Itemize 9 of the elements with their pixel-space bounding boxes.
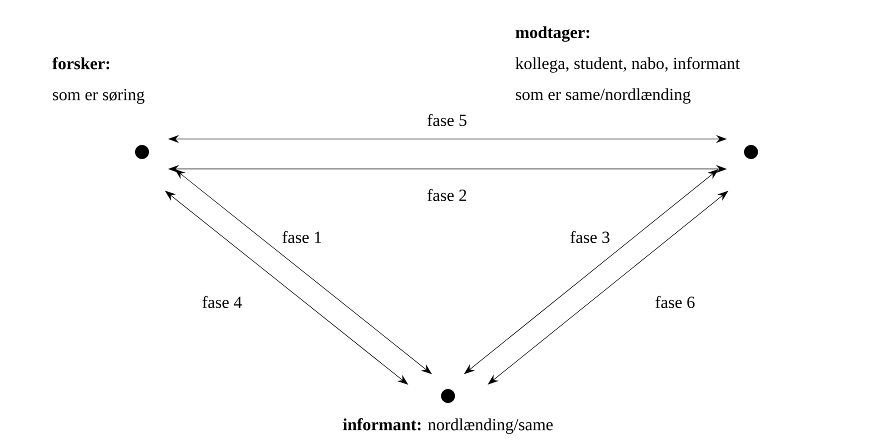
edge-label: fase 5 bbox=[426, 112, 468, 128]
edge-label: fase 2 bbox=[426, 188, 468, 202]
edge-label: fase 4 bbox=[200, 294, 244, 310]
node-caption: modtager: kollega, student, nabo, informant som er same/nordlænding bbox=[516, 26, 740, 104]
node-caption: informant: nordlænding/same bbox=[343, 418, 553, 434]
edge-label: fase 6 bbox=[654, 294, 696, 310]
edge-label: fase 3 bbox=[568, 230, 612, 244]
edge-label: fase 1 bbox=[280, 230, 324, 244]
node-caption: forsker: som er søring bbox=[52, 57, 144, 104]
